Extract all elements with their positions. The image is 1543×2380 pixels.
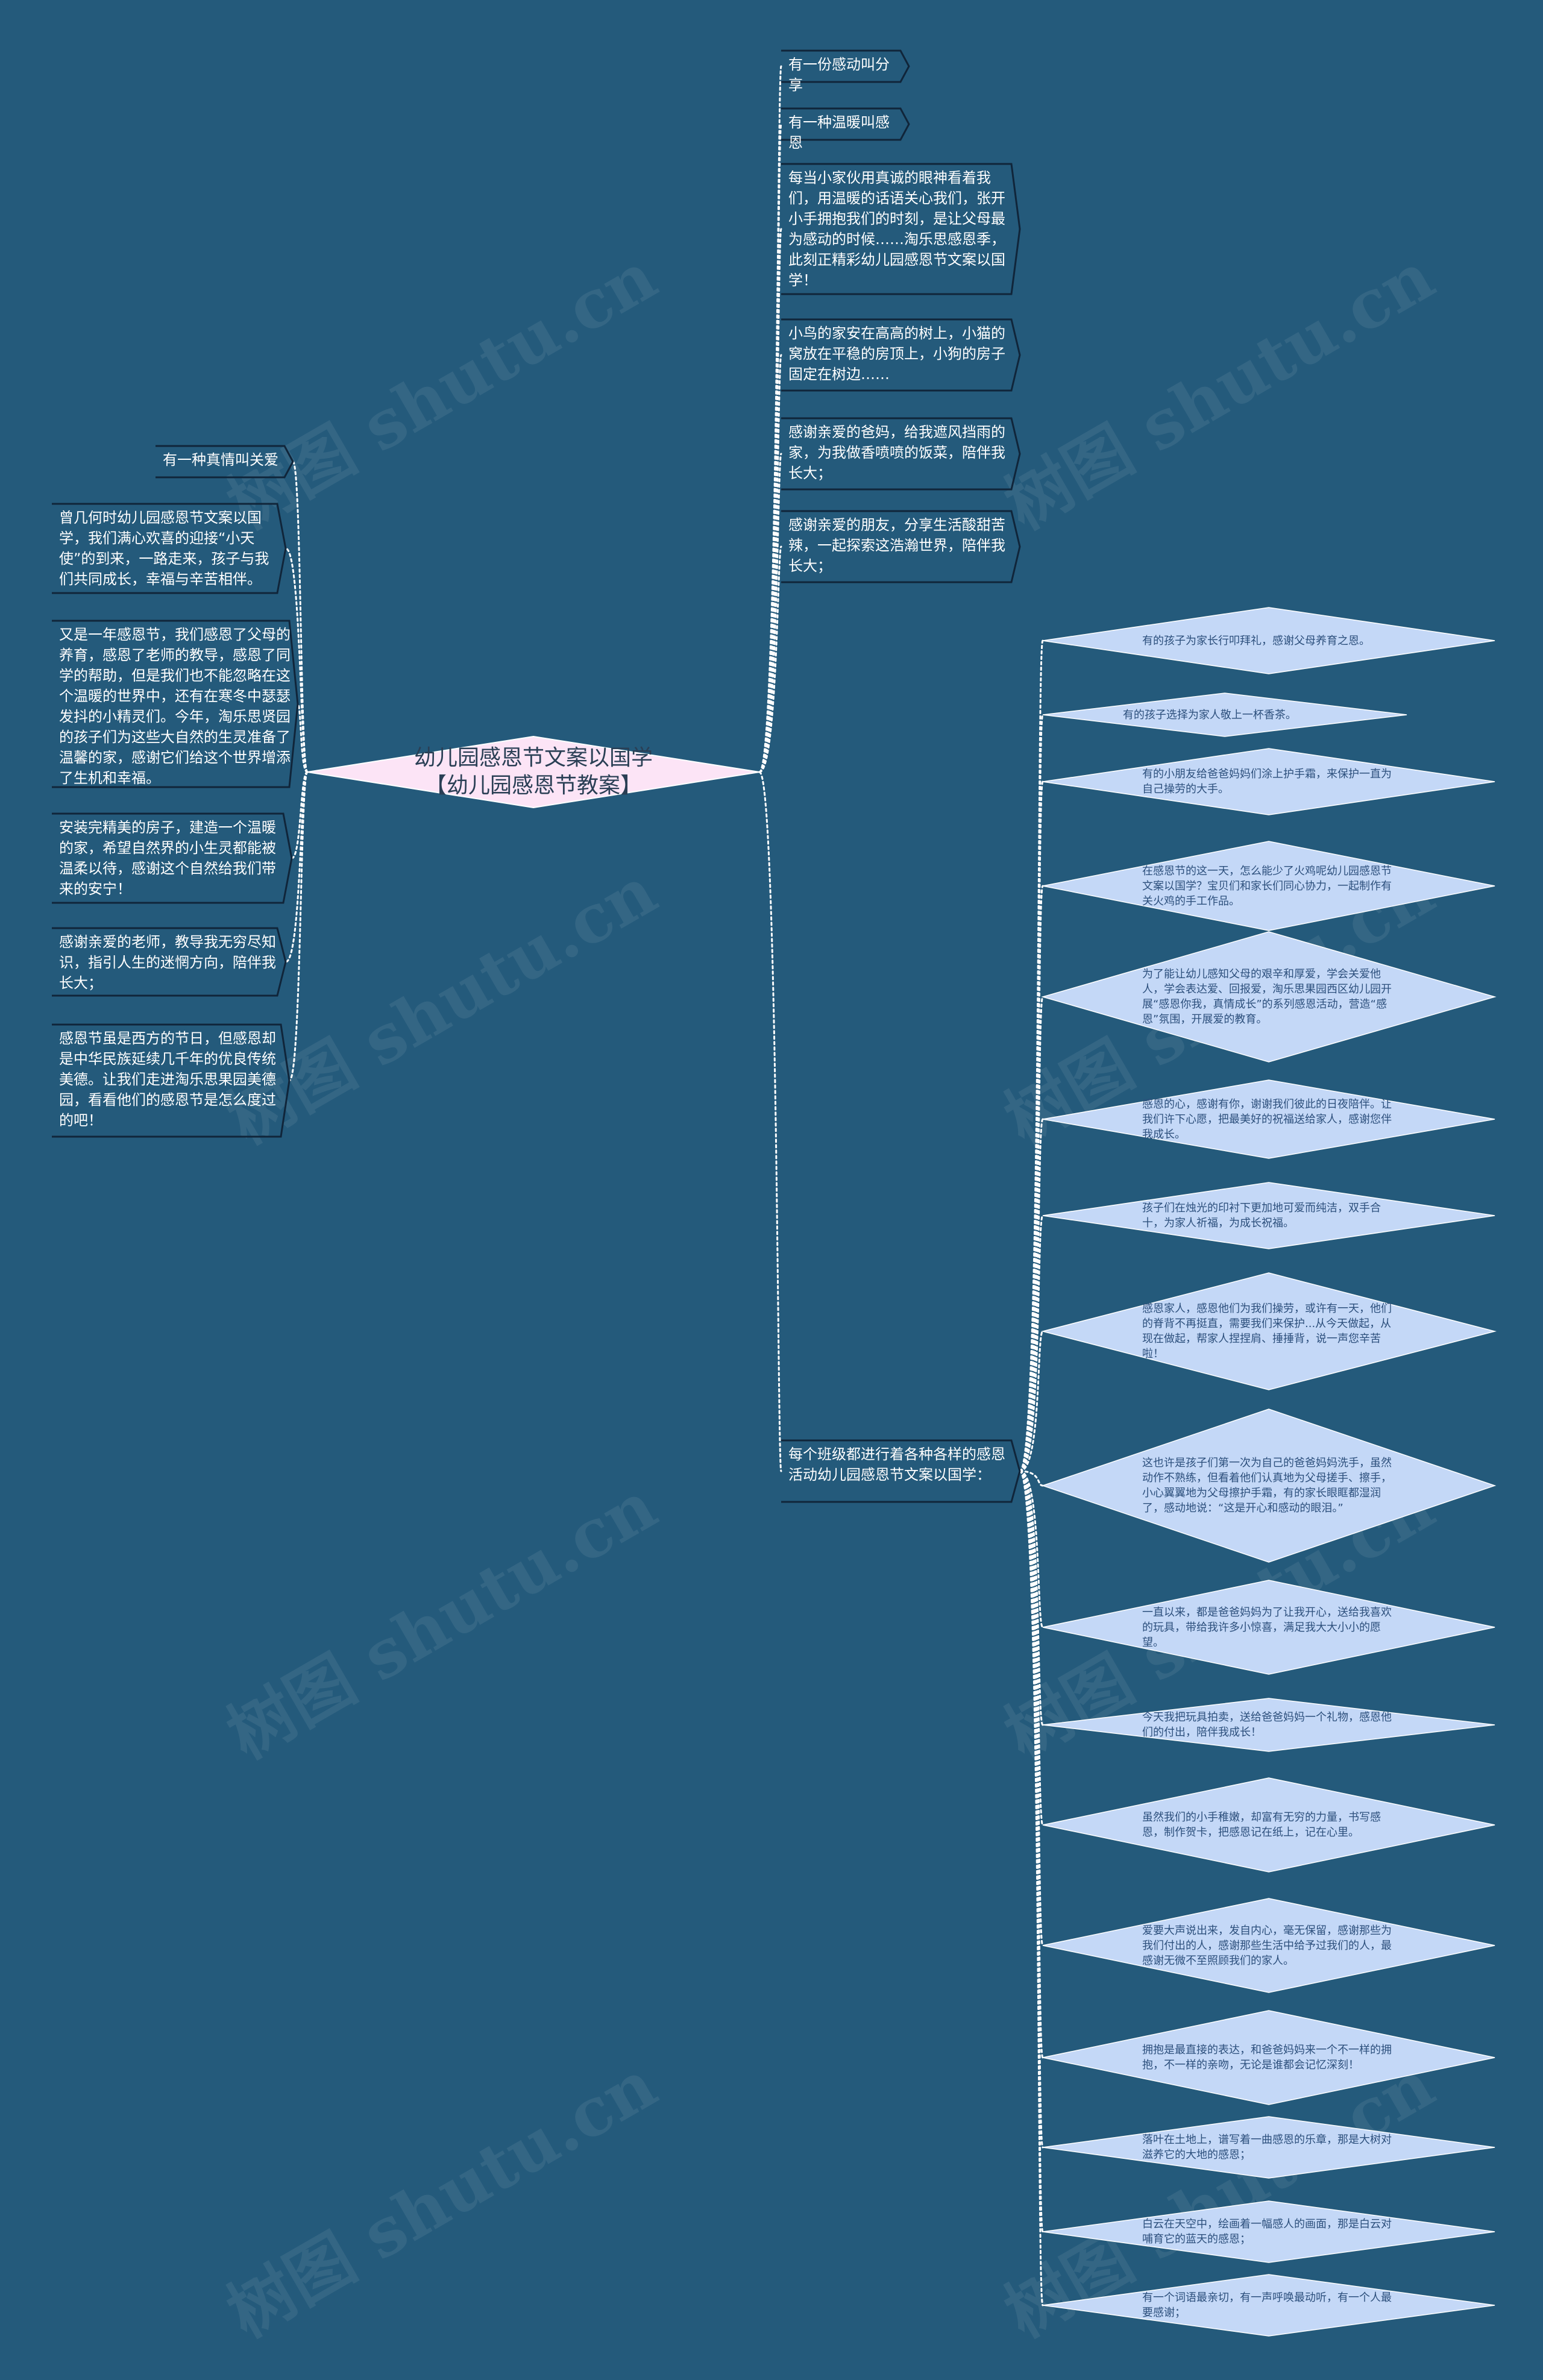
leaf-node-text: 白云在天空中，绘画着一幅感人的画面，那是白云对哺育它的蓝天的感恩； xyxy=(1142,2218,1392,2246)
topic-node-r3[interactable]: 小鸟的家安在高高的树上，小猫的窝放在平稳的房顶上，小狗的房子固定在树边…… xyxy=(781,318,1021,392)
topic-node-l3[interactable]: 安装完精美的房子，建造一个温暖的家，希望自然界的小生灵都能被温柔以待，感谢这个自… xyxy=(52,812,293,904)
leaf-node-d3[interactable]: 在感恩节的这一天，怎么能少了火鸡呢幼儿园感恩节文案以国学？宝贝们和家长们同心协力… xyxy=(1042,841,1495,931)
topic-node-text: 感谢亲爱的爸妈，给我遮风挡雨的家，为我做香喷喷的饭菜，陪伴我长大； xyxy=(788,424,1005,482)
topic-node-text: 每当小家伙用真诚的眼神看着我们，用温暖的话语关心我们，张开小手拥抱我们的时刻，是… xyxy=(788,169,1005,289)
leaf-node-d4[interactable]: 为了能让幼儿感知父母的艰辛和厚爱，学会关爱他人，学会表达爱、回报爱，淘乐思果园西… xyxy=(1041,931,1497,1063)
leaf-node-d11[interactable]: 虽然我们的小手稚嫩，却富有无穷的力量，书写感恩，制作贺卡，把感恩记在纸上，记在心… xyxy=(1042,1777,1495,1873)
topic-node-text: 又是一年感恩节，我们感恩了父母的养育，感恩了老师的教导，感恩了同学的帮助，但是我… xyxy=(59,626,291,787)
leaf-node-text: 有的小朋友给爸爸妈妈们涂上护手霜，来保护一直为自己操劳的大手。 xyxy=(1142,768,1392,796)
leaf-node-text: 今天我把玩具拍卖，送给爸爸妈妈一个礼物，感恩他们的付出，陪伴我成长！ xyxy=(1142,1711,1392,1739)
root-node[interactable]: 幼儿园感恩节文案以国学【幼儿园感恩节教案】 xyxy=(307,735,760,809)
leaf-node-text: 爱要大声说出来，发自内心，毫无保留，感谢那些为我们付出的人，感谢那些生活中给予过… xyxy=(1142,1924,1392,1967)
leaf-node-text: 感恩家人，感恩他们为我们操劳，或许有一天，他们的脊背不再挺直，需要我们来保护..… xyxy=(1142,1302,1392,1360)
topic-node-l4[interactable]: 感谢亲爱的老师，教导我无穷尽知识，指引人生的迷惘方向，陪伴我长大； xyxy=(52,927,287,997)
leaf-node-text: 落叶在土地上，谱写着一曲感恩的乐章，那是大树对滋养它的大地的感恩； xyxy=(1142,2134,1392,2161)
topic-node-r4[interactable]: 感谢亲爱的爸妈，给我遮风挡雨的家，为我做香喷喷的饭菜，陪伴我长大； xyxy=(781,417,1021,491)
leaf-node-d15[interactable]: 白云在天空中，绘画着一幅感人的画面，那是白云对哺育它的蓝天的感恩； xyxy=(1042,2200,1495,2263)
leaf-node-text: 感恩的心，感谢有你，谢谢我们彼此的日夜陪伴。让我们许下心愿，把最美好的祝福送给家… xyxy=(1142,1097,1392,1141)
leaf-node-d16[interactable]: 有一个词语最亲切，有一声呼唤最动听，有一个人最要感谢； xyxy=(1042,2274,1495,2337)
leaf-node-d10[interactable]: 今天我把玩具拍卖，送给爸爸妈妈一个礼物，感恩他们的付出，陪伴我成长！ xyxy=(1042,1698,1495,1752)
leaf-node-text: 虽然我们的小手稚嫩，却富有无穷的力量，书写感恩，制作贺卡，把感恩记在纸上，记在心… xyxy=(1142,1811,1381,1839)
leaf-node-d2[interactable]: 有的小朋友给爸爸妈妈们涂上护手霜，来保护一直为自己操劳的大手。 xyxy=(1042,748,1495,815)
leaf-node-text: 这也许是孩子们第一次为自己的爸爸妈妈洗手，虽然动作不熟练，但看着他们认真地为父母… xyxy=(1142,1457,1392,1515)
topic-node-text: 感谢亲爱的老师，教导我无穷尽知识，指引人生的迷惘方向，陪伴我长大； xyxy=(59,934,276,991)
leaf-node-d1[interactable]: 有的孩子选择为家人敬上一杯香茶。 xyxy=(1042,692,1407,737)
leaf-node-d9[interactable]: 一直以来，都是爸爸妈妈为了让我开心，送给我喜欢的玩具，带给我许多小惊喜，满足我大… xyxy=(1042,1580,1495,1675)
topic-node-l0[interactable]: 有一种真情叫关爱 xyxy=(156,445,294,479)
topic-node-text: 每个班级都进行着各种各样的感恩活动幼儿园感恩节文案以国学： xyxy=(788,1446,1005,1483)
leaf-node-d12[interactable]: 爱要大声说出来，发自内心，毫无保留，感谢那些为我们付出的人，感谢那些生活中给予过… xyxy=(1042,1898,1495,1993)
leaf-node-d5[interactable]: 感恩的心，感谢有你，谢谢我们彼此的日夜陪伴。让我们许下心愿，把最美好的祝福送给家… xyxy=(1042,1079,1495,1159)
topic-node-text: 曾几何时幼儿园感恩节文案以国学，我们满心欢喜的迎接“小天使”的到来，一路走来，孩… xyxy=(59,509,269,588)
topic-node-r0[interactable]: 有一份感动叫分享 xyxy=(781,49,910,93)
topic-node-text: 安装完精美的房子，建造一个温暖的家，希望自然界的小生灵都能被温柔以待，感谢这个自… xyxy=(59,819,276,897)
topic-node-text: 感谢亲爱的朋友，分享生活酸甜苦辣，一起探索这浩瀚世界，陪伴我长大； xyxy=(788,517,1005,574)
topic-node-text: 有一种真情叫关爱 xyxy=(163,451,278,468)
leaf-node-d13[interactable]: 拥抱是最直接的表达，和爸爸妈妈来一个不一样的拥抱，不一样的亲吻，无论是谁都会记忆… xyxy=(1042,2010,1495,2105)
topic-node-r6[interactable]: 每个班级都进行着各种各样的感恩活动幼儿园感恩节文案以国学： xyxy=(781,1439,1021,1503)
topic-node-text: 感恩节虽是西方的节日，但感恩却是中华民族延续几千年的优良传统美德。让我们走进淘乐… xyxy=(59,1030,276,1129)
leaf-node-d7[interactable]: 感恩家人，感恩他们为我们操劳，或许有一天，他们的脊背不再挺直，需要我们来保护..… xyxy=(1041,1272,1497,1390)
leaf-node-d14[interactable]: 落叶在土地上，谱写着一曲感恩的乐章，那是大树对滋养它的大地的感恩； xyxy=(1042,2116,1495,2179)
leaf-node-d0[interactable]: 有的孩子为家长行叩拜礼，感谢父母养育之恩。 xyxy=(1042,607,1495,674)
leaf-node-d6[interactable]: 孩子们在烛光的印衬下更加地可爱而纯洁，双手合十，为家人祈福，为成长祝福。 xyxy=(1042,1182,1495,1249)
leaf-node-d8[interactable]: 这也许是孩子们第一次为自己的爸爸妈妈洗手，虽然动作不熟练，但看着他们认真地为父母… xyxy=(1041,1408,1497,1563)
topic-node-r2[interactable]: 每当小家伙用真诚的眼神看着我们，用温暖的话语关心我们，张开小手拥抱我们的时刻，是… xyxy=(781,163,1021,295)
topic-node-l2[interactable]: 又是一年感恩节，我们感恩了父母的养育，感恩了老师的教导，感恩了同学的帮助，但是我… xyxy=(52,620,299,788)
leaf-node-text: 有的孩子选择为家人敬上一杯香茶。 xyxy=(1122,708,1296,721)
leaf-node-text: 一直以来，都是爸爸妈妈为了让我开心，送给我喜欢的玩具，带给我许多小惊喜，满足我大… xyxy=(1142,1606,1392,1649)
leaf-node-text: 有的孩子为家长行叩拜礼，感谢父母养育之恩。 xyxy=(1142,634,1370,647)
root-title: 幼儿园感恩节文案以国学【幼儿园感恩节教案】 xyxy=(413,746,653,798)
leaf-node-text: 有一个词语最亲切，有一声呼唤最动听，有一个人最要感谢； xyxy=(1142,2291,1392,2319)
topic-node-text: 有一份感动叫分享 xyxy=(788,56,890,93)
topic-node-l1[interactable]: 曾几何时幼儿园感恩节文案以国学，我们满心欢喜的迎接“小天使”的到来，一路走来，孩… xyxy=(52,503,287,594)
topic-node-text: 小鸟的家安在高高的树上，小猫的窝放在平稳的房顶上，小狗的房子固定在树边…… xyxy=(788,325,1005,383)
topic-node-r5[interactable]: 感谢亲爱的朋友，分享生活酸甜苦辣，一起探索这浩瀚世界，陪伴我长大； xyxy=(781,510,1021,583)
leaf-node-text: 在感恩节的这一天，怎么能少了火鸡呢幼儿园感恩节文案以国学？宝贝们和家长们同心协力… xyxy=(1142,864,1392,908)
topic-node-l5[interactable]: 感恩节虽是西方的节日，但感恩却是中华民族延续几千年的优良传统美德。让我们走进淘乐… xyxy=(52,1023,291,1138)
leaf-node-text: 为了能让幼儿感知父母的艰辛和厚爱，学会关爱他人，学会表达爱、回报爱，淘乐思果园西… xyxy=(1142,968,1392,1026)
leaf-node-text: 孩子们在烛光的印衬下更加地可爱而纯洁，双手合十，为家人祈福，为成长祝福。 xyxy=(1142,1202,1381,1229)
leaf-node-text: 拥抱是最直接的表达，和爸爸妈妈来一个不一样的拥抱，不一样的亲吻，无论是谁都会记忆… xyxy=(1142,2044,1392,2071)
topic-node-r1[interactable]: 有一种温暖叫感恩 xyxy=(781,107,910,151)
topic-node-text: 有一种温暖叫感恩 xyxy=(788,114,890,151)
